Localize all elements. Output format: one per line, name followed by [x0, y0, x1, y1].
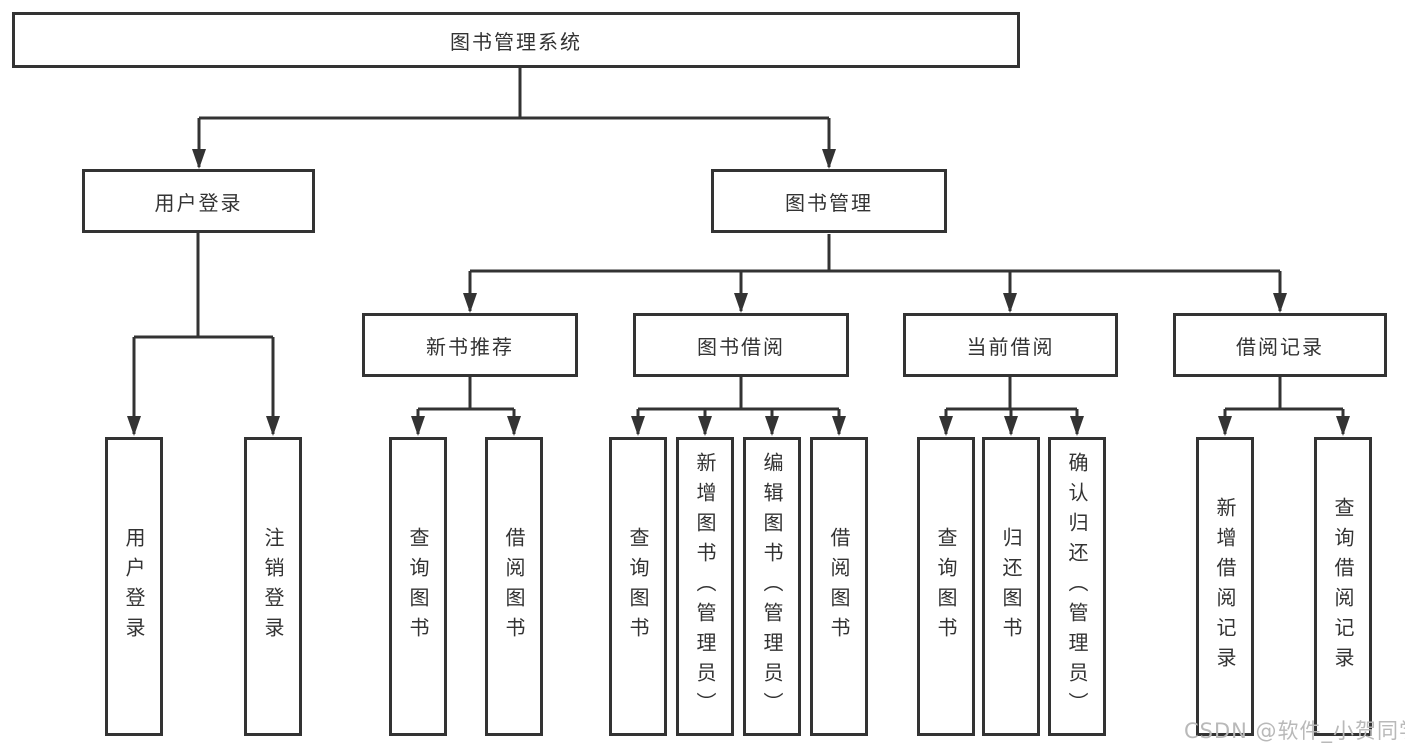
node-user-login: 用户登录	[82, 169, 315, 233]
node-new-book-recommend-label: 新书推荐	[426, 334, 514, 359]
leaf-user-login: 用户登录	[105, 437, 163, 736]
node-system-root-label: 图书管理系统	[450, 29, 582, 54]
node-current-borrow: 当前借阅	[903, 313, 1118, 377]
node-new-book-recommend: 新书推荐	[362, 313, 578, 377]
leaf-borrow-query-books: 查询图书	[609, 437, 667, 736]
node-borrow-records-label: 借阅记录	[1236, 334, 1324, 359]
csdn-watermark: CSDN @软件_小贺同学	[1184, 719, 1405, 743]
leaf-return-book: 归还图书	[982, 437, 1040, 736]
leaf-logout: 注销登录	[244, 437, 302, 736]
leaf-confirm-return-admin: 确认归还（管理员）	[1048, 437, 1106, 736]
leaf-recommend-query-books: 查询图书	[389, 437, 447, 736]
node-book-borrow-label: 图书借阅	[697, 334, 785, 359]
leaf-add-borrow-record: 新增借阅记录	[1196, 437, 1254, 736]
node-book-management-label: 图书管理	[785, 190, 873, 215]
leaf-current-query-books: 查询图书	[917, 437, 975, 736]
leaf-recommend-borrow-books: 借阅图书	[485, 437, 543, 736]
leaf-edit-book-admin: 编辑图书（管理员）	[743, 437, 801, 736]
node-user-login-label: 用户登录	[154, 190, 243, 215]
leaf-add-book-admin: 新增图书（管理员）	[676, 437, 734, 736]
leaf-query-borrow-record: 查询借阅记录	[1314, 437, 1372, 736]
node-current-borrow-label: 当前借阅	[966, 334, 1055, 359]
node-borrow-records: 借阅记录	[1173, 313, 1387, 377]
node-system-root: 图书管理系统	[12, 12, 1020, 68]
node-book-borrow: 图书借阅	[633, 313, 849, 377]
node-book-management: 图书管理	[711, 169, 947, 233]
leaf-borrow-borrow-books: 借阅图书	[810, 437, 868, 736]
